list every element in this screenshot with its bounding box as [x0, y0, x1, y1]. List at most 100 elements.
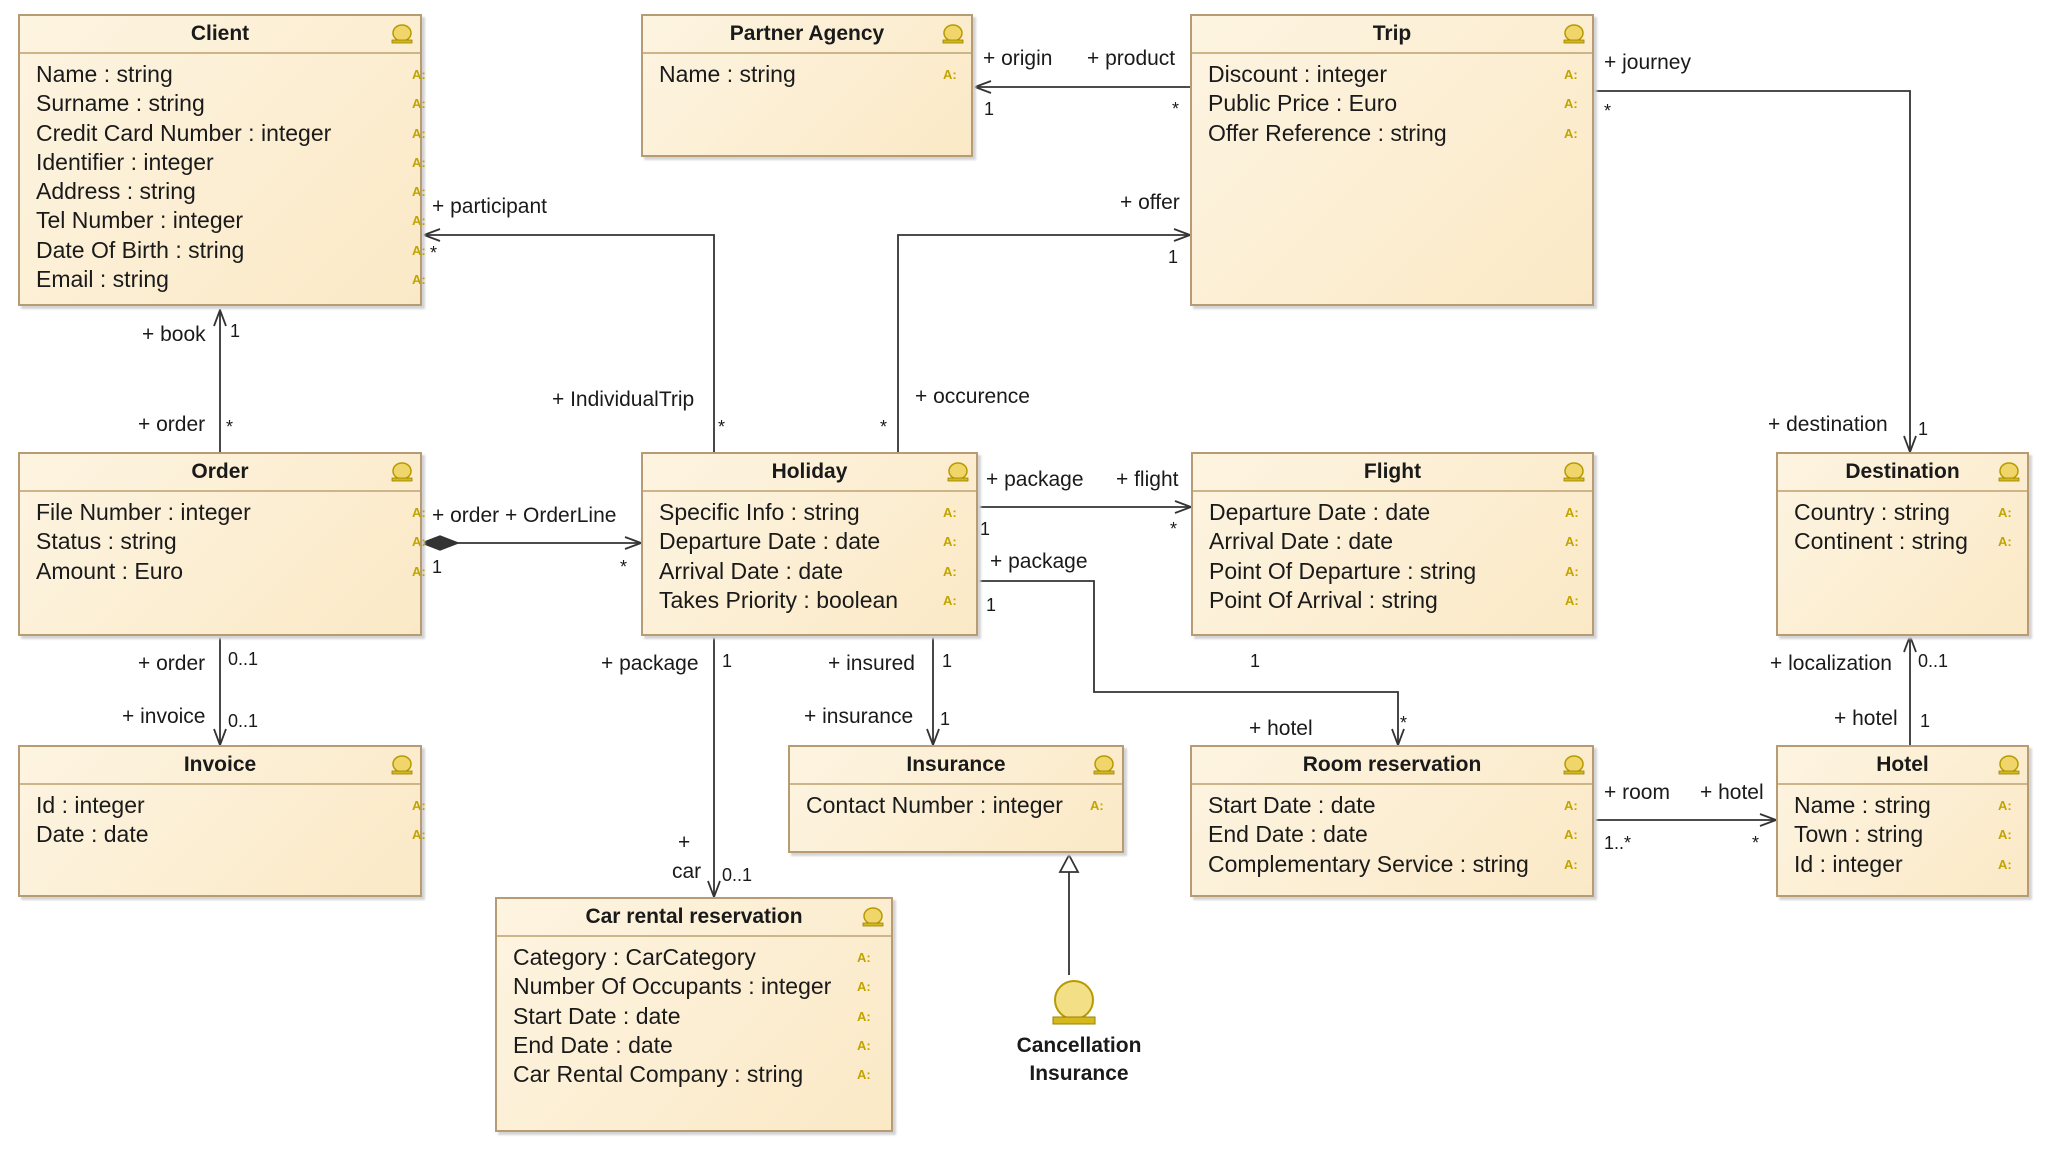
class-icon — [391, 462, 413, 482]
role-label: + participant — [432, 195, 547, 218]
multiplicity-label: * — [1400, 713, 1408, 733]
visibility-marker: A: — [412, 67, 426, 82]
class-name: Car rental reservation — [497, 899, 891, 937]
class-title: Room reservation — [1302, 753, 1482, 776]
role-label: + hotel — [1700, 781, 1764, 804]
class-name: Insurance — [790, 747, 1122, 785]
class-title: Hotel — [1876, 753, 1929, 776]
multiplicity-label: * — [1604, 101, 1612, 121]
class-title: Order — [191, 460, 249, 483]
visibility-marker: A: — [1565, 592, 1579, 608]
class-icon — [1998, 755, 2020, 775]
attribute-text: Start Date : date — [513, 1002, 681, 1029]
visibility-marker: A: — [943, 67, 957, 82]
attribute-text: Name : string — [1794, 792, 1931, 818]
class-name: Flight — [1193, 454, 1592, 492]
class-name: Destination — [1778, 454, 2027, 492]
attribute-text: Credit Card Number : integer — [36, 119, 332, 146]
attribute-row: Country : string A: — [1794, 498, 2012, 527]
attribute-text: Number Of Occupants : integer — [513, 973, 832, 1000]
actor-name-line2: Insurance — [1029, 1062, 1129, 1085]
role-label: + localization — [1770, 652, 1892, 675]
class-title: Invoice — [183, 753, 257, 776]
role-label: + book — [142, 323, 206, 346]
class-name: Holiday — [643, 454, 976, 492]
role-label: + product — [1087, 47, 1176, 70]
visibility-marker: A: — [412, 798, 426, 813]
role-label: + package — [986, 468, 1084, 491]
attribute-text: Car Rental Company : string — [513, 1061, 804, 1088]
role-label: + hotel — [1249, 717, 1313, 740]
attribute-text: Contact Number : integer — [806, 792, 1063, 818]
multiplicity-label: * — [1172, 99, 1180, 119]
visibility-marker: A: — [1564, 125, 1578, 141]
role-label: + occurence — [915, 385, 1030, 408]
role-label: + order — [138, 652, 206, 675]
visibility-marker: A: — [1564, 798, 1578, 813]
visibility-marker: A: — [412, 827, 426, 843]
visibility-marker: A: — [1998, 827, 2012, 843]
multiplicity-label: 0..1 — [722, 865, 753, 885]
attribute-text: Email : string — [36, 266, 169, 293]
attribute-row: Arrival Date : date A: — [1209, 527, 1579, 556]
visibility-marker: A: — [1998, 505, 2012, 520]
class-icon — [1563, 462, 1585, 482]
multiplicity-label: 1 — [942, 651, 953, 671]
role-label: + — [678, 831, 691, 854]
attribute-text: Public Price : Euro — [1208, 90, 1398, 117]
visibility-marker: A: — [1565, 534, 1579, 550]
attribute-text: Arrival Date : date — [1209, 528, 1394, 555]
role-label: + insured — [828, 652, 915, 675]
class-icon — [1093, 755, 1115, 775]
attribute-text: Takes Priority : boolean — [659, 586, 899, 613]
attribute-text: Name : string — [36, 61, 173, 87]
role-label: + package — [990, 550, 1088, 573]
visibility-marker: A: — [412, 272, 426, 288]
role-label: + journey — [1604, 51, 1691, 74]
visibility-marker: A: — [1564, 827, 1578, 843]
attribute-text: Date : date — [36, 821, 149, 848]
visibility-marker: A: — [1565, 505, 1579, 520]
multiplicity-label: 1 — [722, 651, 733, 671]
attribute-text: Start Date : date — [1208, 792, 1376, 818]
attribute-row: Name : string A: — [1794, 791, 2012, 820]
class-name: Order — [20, 454, 420, 492]
multiplicity-label: * — [1170, 519, 1178, 539]
composition-diamond — [419, 535, 461, 551]
visibility-marker: A: — [1998, 798, 2012, 813]
role-label: + package — [601, 652, 699, 675]
attribute-text: Country : string — [1794, 499, 1950, 525]
class-title: Trip — [1372, 22, 1412, 45]
attribute-row: Start Date : date A: — [1208, 791, 1578, 820]
edge-trip-destination — [1594, 90, 1910, 452]
attribute-text: Date Of Birth : string — [36, 236, 245, 263]
class-name: Trip — [1192, 16, 1592, 54]
visibility-marker: A: — [943, 563, 957, 579]
class-title: Holiday — [771, 460, 848, 483]
multiplicity-label: * — [430, 243, 438, 263]
role-label: + order + OrderLine — [432, 504, 617, 527]
class-name: Invoice — [20, 747, 420, 785]
class-title: Flight — [1363, 460, 1422, 483]
